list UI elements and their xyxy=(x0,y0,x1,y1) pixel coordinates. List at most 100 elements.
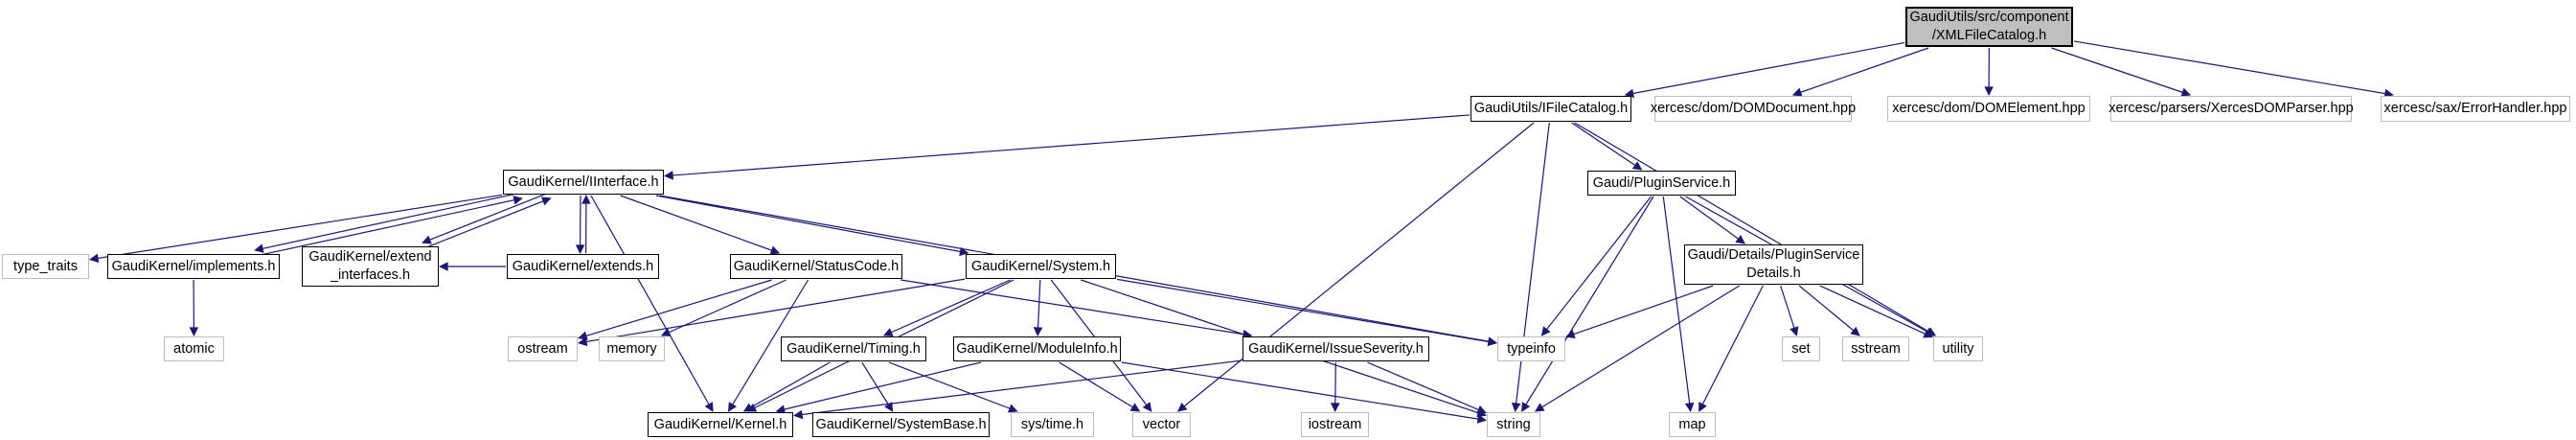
edge-xmlfilecatalog-to-errorhandler xyxy=(2073,40,2394,99)
edge-pluginservicedetails-to-sstream xyxy=(1798,285,1860,336)
node-label: xercesc/dom/DOMDocument.hpp xyxy=(1650,101,1857,117)
graph-node-set: set xyxy=(1782,336,1820,361)
edge-pluginservice-to-string xyxy=(1521,196,1654,412)
node-label: utility xyxy=(1942,340,1974,357)
edge-ifilecatalog-to-vector xyxy=(1177,122,1535,412)
node-label: GaudiKernel/Timing.h xyxy=(786,340,921,357)
edge-implements-to-iinterface xyxy=(256,196,523,257)
edge-iinterface-to-type_traits xyxy=(89,194,503,264)
edge-pluginservicedetails-to-utility xyxy=(1819,285,1933,338)
node-label: GaudiKernel/IssueSeverity.h xyxy=(1248,340,1424,357)
edge-ifilecatalog-to-string xyxy=(1511,122,1550,412)
edge-issueseverity-to-iostream xyxy=(1330,361,1340,412)
edge-system-to-moduleinfo xyxy=(1033,279,1043,336)
edge-ifilecatalog-to-iinterface xyxy=(664,114,1470,180)
node-label: GaudiKernel/Kernel.h xyxy=(653,416,787,432)
node-label: GaudiKernel/StatusCode.h xyxy=(733,258,900,274)
graph-node-ostream: ostream xyxy=(508,336,578,361)
edge-pluginservicedetails-to-typeinfo xyxy=(1565,285,1714,338)
edge-pluginservice-to-typeinfo xyxy=(1540,196,1652,336)
graph-node-vector: vector xyxy=(1132,412,1191,437)
node-label: typeinfo xyxy=(1507,340,1556,357)
graph-node-systime: sys/time.h xyxy=(1011,412,1094,437)
node-label: GaudiKernel/implements.h xyxy=(111,258,276,274)
edge-timing-to-kernel xyxy=(742,361,831,412)
edge-pluginservicedetails-to-map xyxy=(1698,285,1764,412)
node-label: GaudiKernel/ModuleInfo.h xyxy=(956,340,1118,357)
edge-iinterface-to-statuscode xyxy=(620,195,781,255)
edge-statuscode-to-issueseverity xyxy=(900,279,1253,339)
node-label: GaudiUtils/src/component xyxy=(1909,10,2069,26)
graph-node-string: string xyxy=(1487,412,1540,437)
graph-node-domdocument: xercesc/dom/DOMDocument.hpp xyxy=(1651,96,1856,122)
edge-pluginservice-to-map xyxy=(1662,196,1695,412)
graph-node-statuscode[interactable]: GaudiKernel/StatusCode.h xyxy=(730,254,902,279)
node-label: vector xyxy=(1142,416,1181,432)
node-label: map xyxy=(1678,416,1706,432)
node-label: set xyxy=(1791,340,1811,357)
edge-xmlfilecatalog-to-ifilecatalog xyxy=(1624,41,1905,99)
edge-system-to-ostream xyxy=(578,278,966,347)
graph-node-timing[interactable]: GaudiKernel/Timing.h xyxy=(781,336,926,361)
graph-node-xmlfilecatalog: GaudiUtils/src/component/XMLFileCatalog.… xyxy=(1905,7,2073,47)
graph-node-implements[interactable]: GaudiKernel/implements.h xyxy=(107,254,280,279)
graph-node-pluginservice[interactable]: Gaudi/PluginService.h xyxy=(1587,171,1736,196)
node-label: atomic xyxy=(173,340,215,357)
edge-moduleinfo-to-kernel xyxy=(775,361,982,414)
edge-ifilecatalog-to-pluginservice xyxy=(1571,122,1643,171)
edge-issueseverity-to-string xyxy=(1367,361,1487,414)
edge-issueseverity-to-kernel xyxy=(793,359,1242,420)
node-label: GaudiUtils/IFileCatalog.h xyxy=(1473,101,1629,117)
node-label: type_traits xyxy=(13,258,78,274)
edge-system-to-typeinfo xyxy=(1116,278,1497,347)
node-label: GaudiKernel/extends.h xyxy=(512,258,654,274)
graph-node-sstream: sstream xyxy=(1842,336,1909,361)
node-label: ostream xyxy=(517,340,568,357)
graph-node-iostream: iostream xyxy=(1301,412,1369,437)
graph-node-systembase[interactable]: GaudiKernel/SystemBase.h xyxy=(812,412,990,437)
graph-node-type_traits: type_traits xyxy=(2,254,89,279)
node-label: /XMLFileCatalog.h xyxy=(1931,28,2047,43)
edge-moduleinfo-to-vector xyxy=(1059,361,1141,412)
edge-moduleinfo-to-string xyxy=(1121,361,1487,424)
graph-node-ifilecatalog[interactable]: GaudiUtils/IFileCatalog.h xyxy=(1470,96,1631,122)
edge-pluginservicedetails-to-set xyxy=(1780,285,1799,336)
graph-node-iinterface[interactable]: GaudiKernel/IInterface.h xyxy=(503,170,664,195)
edge-iinterface-to-system xyxy=(655,195,969,257)
graph-node-issueseverity[interactable]: GaudiKernel/IssueSeverity.h xyxy=(1242,336,1429,361)
graph-node-typeinfo: typeinfo xyxy=(1497,336,1565,361)
edge-timing-to-systime xyxy=(888,361,1018,413)
graph-node-extends[interactable]: GaudiKernel/extends.h xyxy=(507,254,659,279)
node-label: xercesc/dom/DOMElement.hpp xyxy=(1892,101,2086,117)
node-label: sstream xyxy=(1851,340,1901,357)
edge-iinterface-to-extend_interfaces xyxy=(422,192,549,244)
edge-pluginservice-to-pluginservicedetails xyxy=(1679,196,1745,244)
node-label: Gaudi/PluginService.h xyxy=(1592,174,1731,191)
graph-node-xercesdomparser: xercesc/parsers/XercesDOMParser.hpp xyxy=(2109,96,2354,122)
edge-extend_interfaces-to-iinterface xyxy=(424,197,552,249)
graph-node-utility: utility xyxy=(1933,336,1983,361)
node-label: GaudiKernel/SystemBase.h xyxy=(815,416,987,432)
edge-xmlfilecatalog-to-domdocument xyxy=(1791,47,1929,97)
graph-node-errorhandler: xercesc/sax/ErrorHandler.hpp xyxy=(2381,96,2570,122)
edge-statuscode-to-ostream xyxy=(578,279,772,340)
graph-node-kernel[interactable]: GaudiKernel/Kernel.h xyxy=(648,412,793,437)
node-label: sys/time.h xyxy=(1020,416,1084,432)
graph-node-memory: memory xyxy=(599,336,665,361)
node-label: GaudiKernel/System.h xyxy=(970,258,1111,274)
edge-pluginservicedetails-to-string xyxy=(1534,285,1741,412)
graph-node-domelement: xercesc/dom/DOMElement.hpp xyxy=(1887,96,2090,122)
graph-node-extend_interfaces[interactable]: GaudiKernel/extend_interfaces.h xyxy=(302,246,439,287)
node-label: xercesc/sax/ErrorHandler.hpp xyxy=(2383,101,2567,117)
edge-system-to-timing xyxy=(882,279,1011,336)
edge-iinterface-to-kernel xyxy=(590,195,714,412)
node-label: iostream xyxy=(1308,416,1362,432)
node-label: GaudiKernel/extend xyxy=(308,249,432,266)
edge-statuscode-to-kernel xyxy=(727,279,809,412)
graph-node-system[interactable]: GaudiKernel/System.h xyxy=(966,254,1116,279)
edge-xmlfilecatalog-to-xercesdomparser xyxy=(2051,47,2192,97)
graph-node-moduleinfo[interactable]: GaudiKernel/ModuleInfo.h xyxy=(953,336,1121,361)
edge-ifilecatalog-to-utility xyxy=(1574,122,1937,336)
